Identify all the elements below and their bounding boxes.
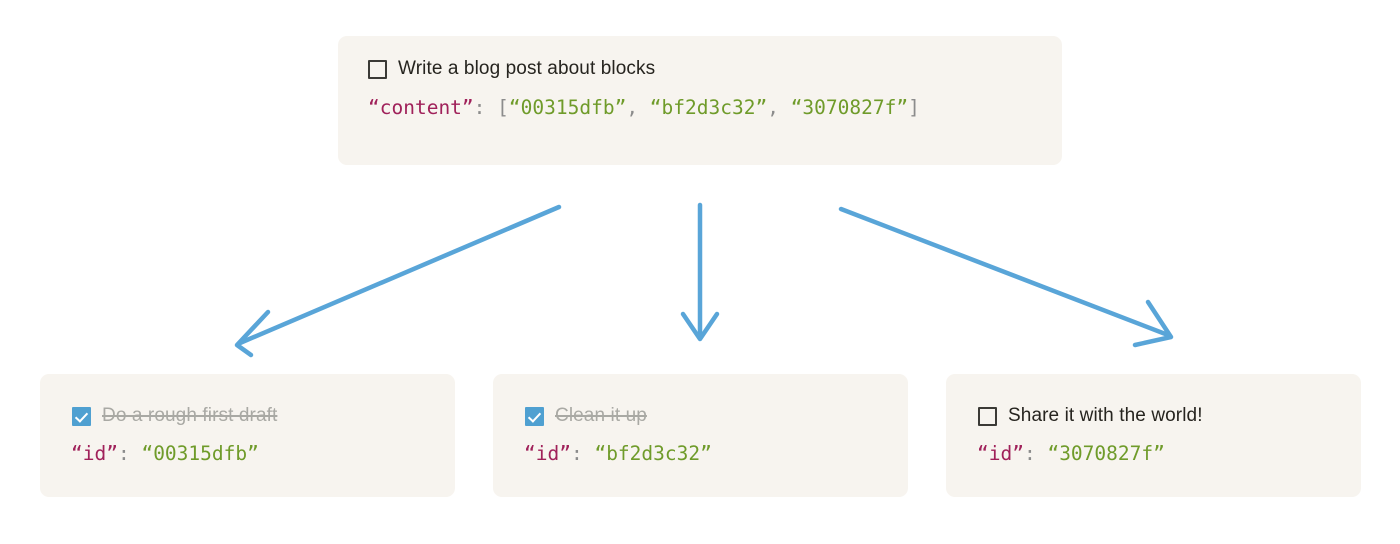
child-task-card-3[interactable]: Share it with the world! “id”: “3070827f… <box>946 374 1361 497</box>
child-task-label-3: Share it with the world! <box>1008 405 1203 426</box>
child-json-key-1: “id” <box>71 442 118 465</box>
child-task-row-2: Clean it up <box>525 405 647 427</box>
parent-task-row: Write a blog post about blocks <box>368 58 655 80</box>
child-task-label-1: Do a rough first draft <box>102 405 278 426</box>
child-task-row-3: Share it with the world! <box>978 405 1203 427</box>
child-task-row-1: Do a rough first draft <box>72 405 277 427</box>
checkbox-empty-icon[interactable] <box>368 59 387 79</box>
parent-task-card[interactable]: Write a blog post about blocks “content”… <box>338 36 1062 165</box>
checkbox-checked-icon[interactable] <box>525 406 544 426</box>
checkbox-empty-icon[interactable] <box>978 406 997 426</box>
child-json-key-2: “id” <box>524 442 571 465</box>
child-json-value-1: “00315dfb” <box>141 442 259 465</box>
child-json-line-2: “id”: “bf2d3c32” <box>524 442 712 465</box>
child-json-line-3: “id”: “3070827f” <box>977 442 1165 465</box>
parent-json-close-bracket: ] <box>908 96 920 119</box>
child-json-colon-2: : <box>570 442 595 465</box>
parent-json-value-2: “3070827f” <box>790 96 909 119</box>
parent-task-label: Write a blog post about blocks <box>398 58 656 79</box>
child-task-card-2[interactable]: Clean it up “id”: “bf2d3c32” <box>493 374 908 497</box>
child-task-label-2: Clean it up <box>555 405 647 426</box>
parent-json-open-bracket: [ <box>497 96 509 119</box>
arrow-to-middle-child <box>680 202 720 342</box>
child-json-colon-1: : <box>117 442 142 465</box>
arrow-to-right-child <box>838 206 1174 348</box>
parent-json-colon: : <box>473 96 498 119</box>
parent-json-line: “content”: [“00315dfb”, “bf2d3c32”, “307… <box>368 96 920 119</box>
parent-json-value-0: “00315dfb” <box>508 96 627 119</box>
parent-json-separator-0: , <box>626 96 650 119</box>
child-json-key-3: “id” <box>977 442 1024 465</box>
parent-json-separator-1: , <box>767 96 791 119</box>
child-json-colon-3: : <box>1023 442 1048 465</box>
arrow-to-left-child <box>234 204 562 358</box>
child-json-value-3: “3070827f” <box>1047 442 1165 465</box>
child-task-card-1[interactable]: Do a rough first draft “id”: “00315dfb” <box>40 374 455 497</box>
child-json-line-1: “id”: “00315dfb” <box>71 442 259 465</box>
child-json-value-2: “bf2d3c32” <box>594 442 712 465</box>
parent-json-value-1: “bf2d3c32” <box>649 96 768 119</box>
parent-json-key: “content” <box>368 96 474 119</box>
checkbox-checked-icon[interactable] <box>72 406 91 426</box>
